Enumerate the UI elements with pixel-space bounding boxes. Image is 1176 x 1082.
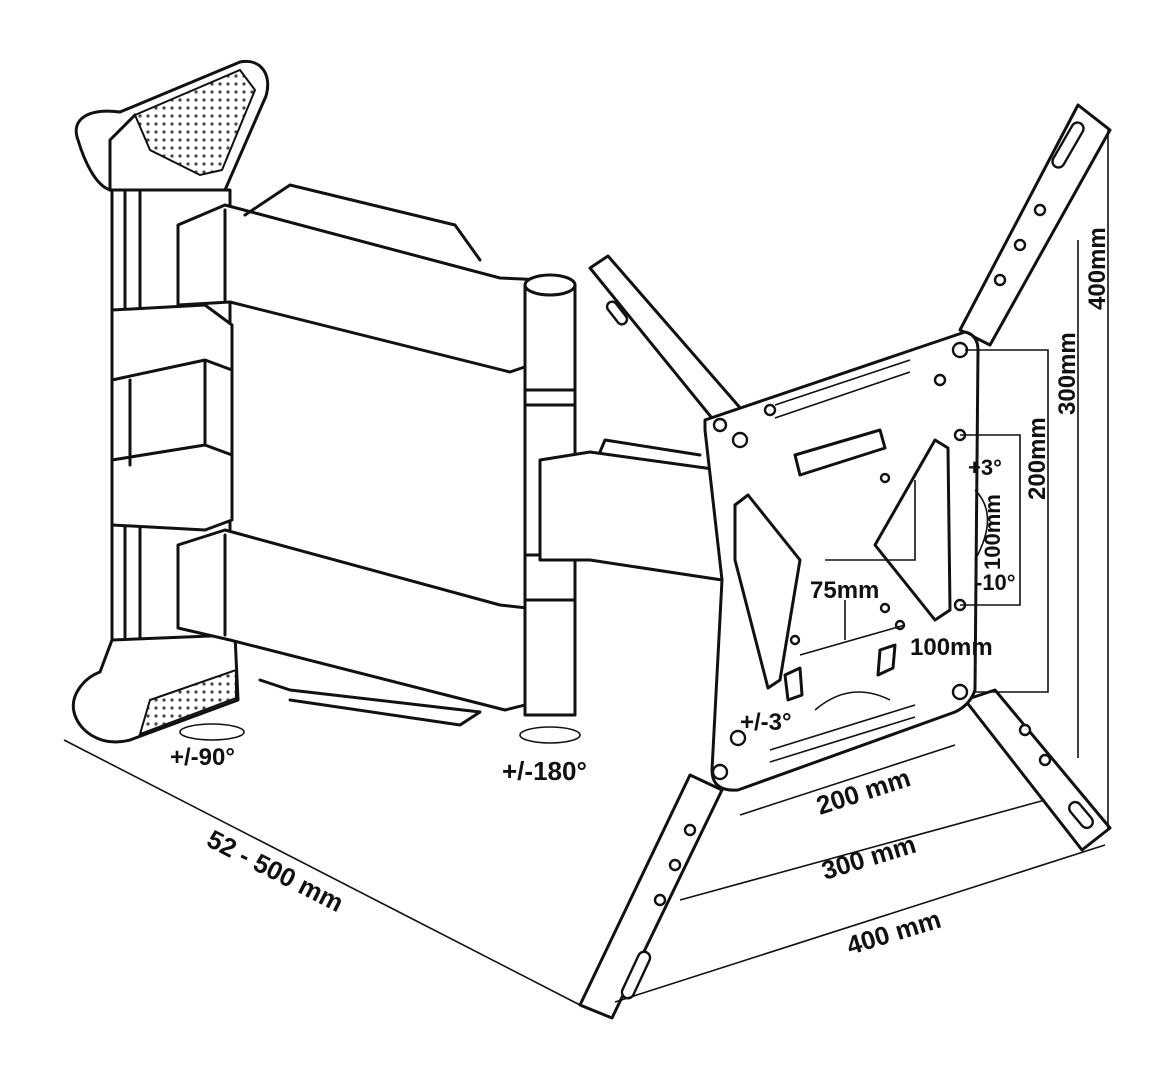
bracket-upper-left <box>588 254 744 430</box>
plate-top-slot <box>774 359 911 419</box>
bracket-hole <box>1033 203 1047 217</box>
bracket-hole <box>1013 238 1027 252</box>
lower-arm-cover <box>258 678 482 727</box>
swivel-arc <box>814 691 891 711</box>
plate-hole <box>711 763 729 781</box>
label-vesa-100v: 100mm <box>980 494 1005 570</box>
bracket-lower-left <box>578 773 724 1020</box>
rotation-arc-arm <box>519 726 581 744</box>
pivot-column-rings <box>523 388 577 602</box>
top-cap-edge <box>108 113 137 192</box>
plate-bottom-slot <box>769 704 916 763</box>
dimension-lines <box>63 130 1109 1006</box>
label-swivel: +/-3° <box>740 709 792 736</box>
plate-hole <box>933 373 947 387</box>
bracket-slot <box>1068 800 1094 830</box>
arm-assembly <box>176 183 724 727</box>
label-tilt-down: -10° <box>975 570 1016 595</box>
bubble-level <box>783 666 804 702</box>
label-vesa-200v: 200mm <box>1024 417 1051 500</box>
plate-hole <box>731 431 749 449</box>
wall-plate-bottom-cap <box>71 633 240 744</box>
plate-hole <box>879 602 891 614</box>
dim-line-300h <box>679 799 1046 901</box>
bracket-hole <box>993 273 1007 287</box>
label-vesa-200h: 200 mm <box>813 762 914 820</box>
dim-line-200h <box>739 744 956 816</box>
label-vesa-100h: 100mm <box>910 634 993 661</box>
dim-line-extension <box>63 739 581 1006</box>
plate-tab <box>876 643 897 677</box>
bracket-slot <box>1051 121 1085 169</box>
dim-line-300v <box>965 349 1049 693</box>
bracket-slot <box>620 950 652 1000</box>
label-vesa-300h: 300 mm <box>818 829 919 886</box>
label-tilt-up: +3° <box>968 455 1002 480</box>
dim-line-100v <box>960 434 1021 606</box>
plate-hole <box>729 729 747 747</box>
bracket-slot <box>605 300 629 326</box>
dim-line-75 <box>825 480 916 561</box>
top-cap-texture <box>133 68 257 177</box>
bracket-hole <box>683 823 697 837</box>
bracket-hole <box>1038 753 1052 767</box>
label-vesa-300v: 300mm <box>1054 332 1081 415</box>
label-rotation-wall: +/-90° <box>170 744 235 771</box>
plate-cutout-right <box>873 438 952 622</box>
label-rotation-arm: +/-180° <box>502 756 587 786</box>
forearm-cover <box>598 438 702 457</box>
dim-line-400h <box>614 844 1106 1003</box>
rotation-arc-wall <box>179 723 245 741</box>
plate-cutout-left <box>733 493 802 690</box>
bracket-hole <box>668 858 682 872</box>
forearm <box>538 450 724 582</box>
upper-arm-cover <box>243 183 482 262</box>
label-extension: 52 - 500 mm <box>202 824 348 918</box>
plate-hole <box>879 472 891 484</box>
bracket-hole <box>1018 723 1032 737</box>
center-block-detail <box>110 358 234 467</box>
tilt-arc <box>974 489 989 561</box>
label-vesa-75: 75mm <box>810 577 879 604</box>
bottom-cap-texture <box>138 668 237 736</box>
plate-hole <box>763 403 777 417</box>
plate-hole <box>789 634 801 646</box>
plate-hole <box>951 341 969 359</box>
vesa-plate <box>578 103 1112 1020</box>
plate-hole <box>951 683 969 701</box>
label-vesa-400v: 400mm <box>1084 227 1111 310</box>
pivot-column-top <box>523 273 577 297</box>
plate-handle <box>793 428 887 477</box>
bracket-hole <box>653 893 667 907</box>
plate-hole <box>712 417 728 433</box>
dim-line-100h <box>799 624 906 656</box>
